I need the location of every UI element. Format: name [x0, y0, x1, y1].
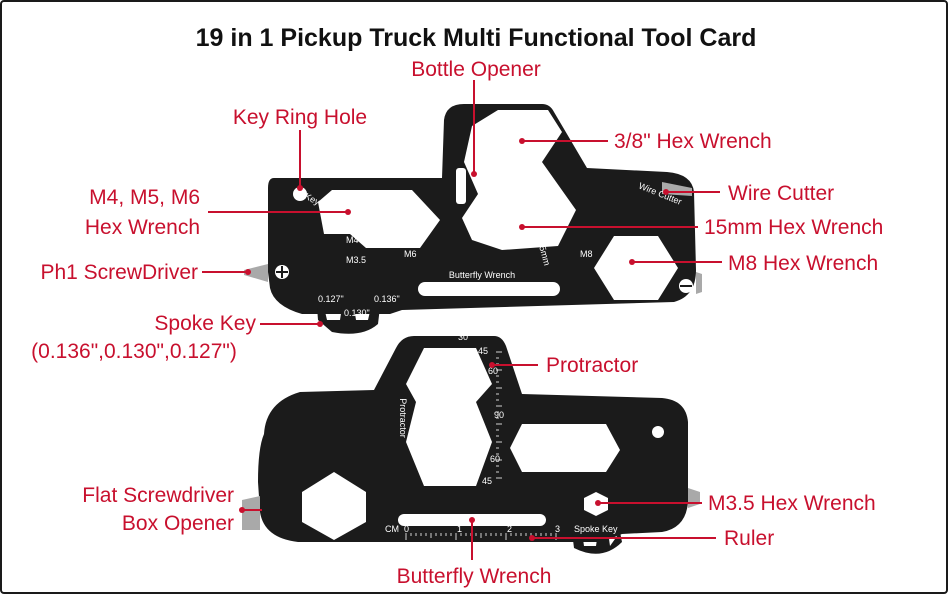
dot-spoke [317, 321, 323, 327]
butterfly-wrench-slot [418, 282, 560, 296]
label-hex-38: 3/8" Hex Wrench [614, 130, 772, 153]
dot-bottle-opener [471, 171, 477, 177]
label-butterfly: Butterfly Wrench [397, 565, 552, 588]
label-m456-line1: M4, M5, M6 [89, 186, 200, 209]
key-ring-hole-back [652, 426, 664, 438]
label-key-ring-hole: Key Ring Hole [233, 106, 367, 129]
m8-end-steel [696, 272, 702, 294]
dot-butterfly [469, 517, 475, 523]
engr-spoke-130: 0.130" [344, 308, 370, 318]
label-15mm: 15mm Hex Wrench [704, 216, 883, 239]
dot-key-ring [297, 185, 303, 191]
dot-flat [239, 507, 245, 513]
engr-angle-45b: 45 [482, 476, 492, 486]
spoke-key-gear [317, 307, 380, 334]
flat-screwdriver-tip [242, 496, 260, 530]
label-m8: M8 Hex Wrench [728, 252, 878, 275]
label-m456-line2: Hex Wrench [85, 216, 200, 239]
dot-m456 [345, 209, 351, 215]
engr-angle-90: 90 [494, 410, 504, 420]
right-tip-steel [688, 488, 700, 508]
m8-hex-opening [594, 236, 678, 300]
engr-m35: M3.5 [346, 255, 366, 265]
engr-ruler-3: 3 [555, 524, 560, 534]
dot-ph1 [245, 269, 251, 275]
back-hex-slot [510, 424, 620, 472]
label-spoke-line1: Spoke Key [154, 312, 256, 335]
engr-angle-60b: 60 [490, 454, 500, 464]
ruler-ticks [405, 533, 557, 540]
label-ruler: Ruler [724, 527, 774, 550]
engr-spoke-127: 0.127" [318, 294, 344, 304]
engr-m8: M8 [580, 249, 593, 259]
big-hex-opening [302, 472, 366, 540]
engr-m6: M6 [404, 249, 417, 259]
protractor-opening [406, 348, 492, 486]
engr-ruler-2: 2 [507, 524, 512, 534]
engr-angle-30: 30 [458, 332, 468, 342]
bottle-opener-lever [456, 168, 466, 204]
upper-truck-tool: Key Ring Hole 3/8" Wire Cutter M4 M5 M6 … [244, 104, 702, 334]
dot-protractor [489, 362, 495, 368]
label-protractor: Protractor [546, 354, 638, 377]
label-spoke-line2: (0.136",0.130",0.127") [31, 340, 237, 363]
dot-m8 [629, 259, 635, 265]
leader-lines [202, 80, 722, 560]
lower-spoke-key-gear [572, 532, 622, 554]
dot-hex-38 [519, 138, 525, 144]
engr-spoke-136: 0.136" [374, 294, 400, 304]
m456-hex-slot [318, 190, 440, 248]
dot-ruler [529, 535, 535, 541]
engr-spoke-key: Spoke Key [574, 524, 618, 534]
engr-m5: M5 [372, 239, 385, 249]
diagram-title: 19 in 1 Pickup Truck Multi Functional To… [196, 24, 757, 52]
lower-truck-tool: Protractor 30 45 60 90 60 45 CM 0 1 2 3 … [242, 332, 700, 554]
ph1-screwdriver-tip [244, 264, 268, 282]
dot-15mm [519, 224, 525, 230]
ph1-cross-icon [276, 266, 288, 278]
label-flat-line2: Box Opener [122, 512, 234, 535]
dot-wire-cutter [663, 189, 669, 195]
engr-butterfly: Butterfly Wrench [449, 270, 515, 280]
key-ring-hole [293, 187, 307, 201]
engr-m4: M4 [346, 235, 359, 245]
dot-m35 [595, 500, 601, 506]
label-flat-line1: Flat Screwdriver [82, 484, 234, 507]
hex-38-15mm-opening [462, 110, 576, 250]
engr-angle-60a: 60 [488, 366, 498, 376]
callout-labels: Bottle Opener Key Ring Hole 3/8" Hex Wre… [31, 58, 883, 588]
label-bottle-opener: Bottle Opener [411, 58, 541, 81]
engr-angle-45a: 45 [478, 346, 488, 356]
label-m35: M3.5 Hex Wrench [708, 492, 876, 515]
engr-ruler-1: 1 [457, 524, 462, 534]
engr-ruler-unit: CM [385, 524, 399, 534]
engr-protractor: Protractor [398, 398, 408, 438]
engr-ruler-0: 0 [404, 524, 409, 534]
label-wire-cutter: Wire Cutter [728, 182, 834, 205]
label-ph1: Ph1 ScrewDriver [40, 261, 198, 284]
